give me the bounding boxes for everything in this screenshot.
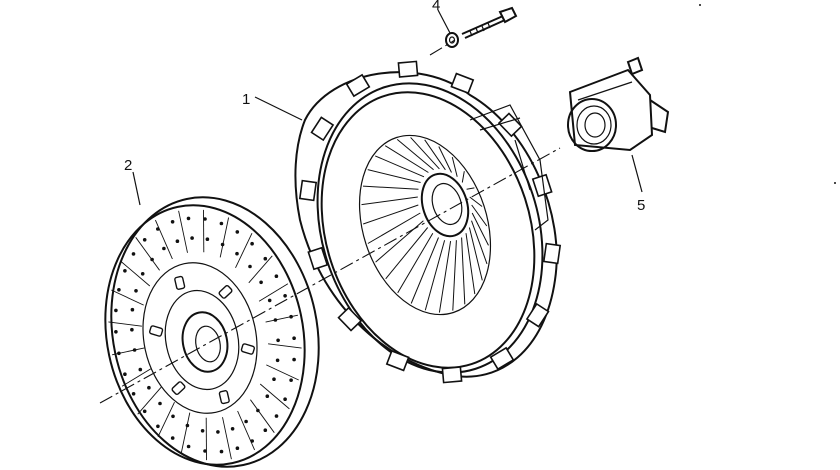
bolt-axis xyxy=(429,39,456,56)
bolt-with-washer xyxy=(445,6,518,48)
cover-lugs xyxy=(298,60,562,384)
scan-speck xyxy=(834,182,836,184)
leader-lines xyxy=(132,9,643,206)
callout-5: 5 xyxy=(637,197,645,214)
scan-speck xyxy=(699,4,701,6)
release-bearing xyxy=(567,56,670,152)
assembly-axis xyxy=(99,147,561,404)
diaphragm-spring-fingers xyxy=(361,137,489,313)
pressure-plate xyxy=(294,60,562,384)
disc-rivets xyxy=(108,209,302,461)
clutch-disc xyxy=(104,196,320,468)
damper-springs xyxy=(148,275,256,405)
callout-1: 1 xyxy=(242,91,250,108)
callout-2: 2 xyxy=(124,157,132,174)
callout-4: 4 xyxy=(432,0,440,14)
